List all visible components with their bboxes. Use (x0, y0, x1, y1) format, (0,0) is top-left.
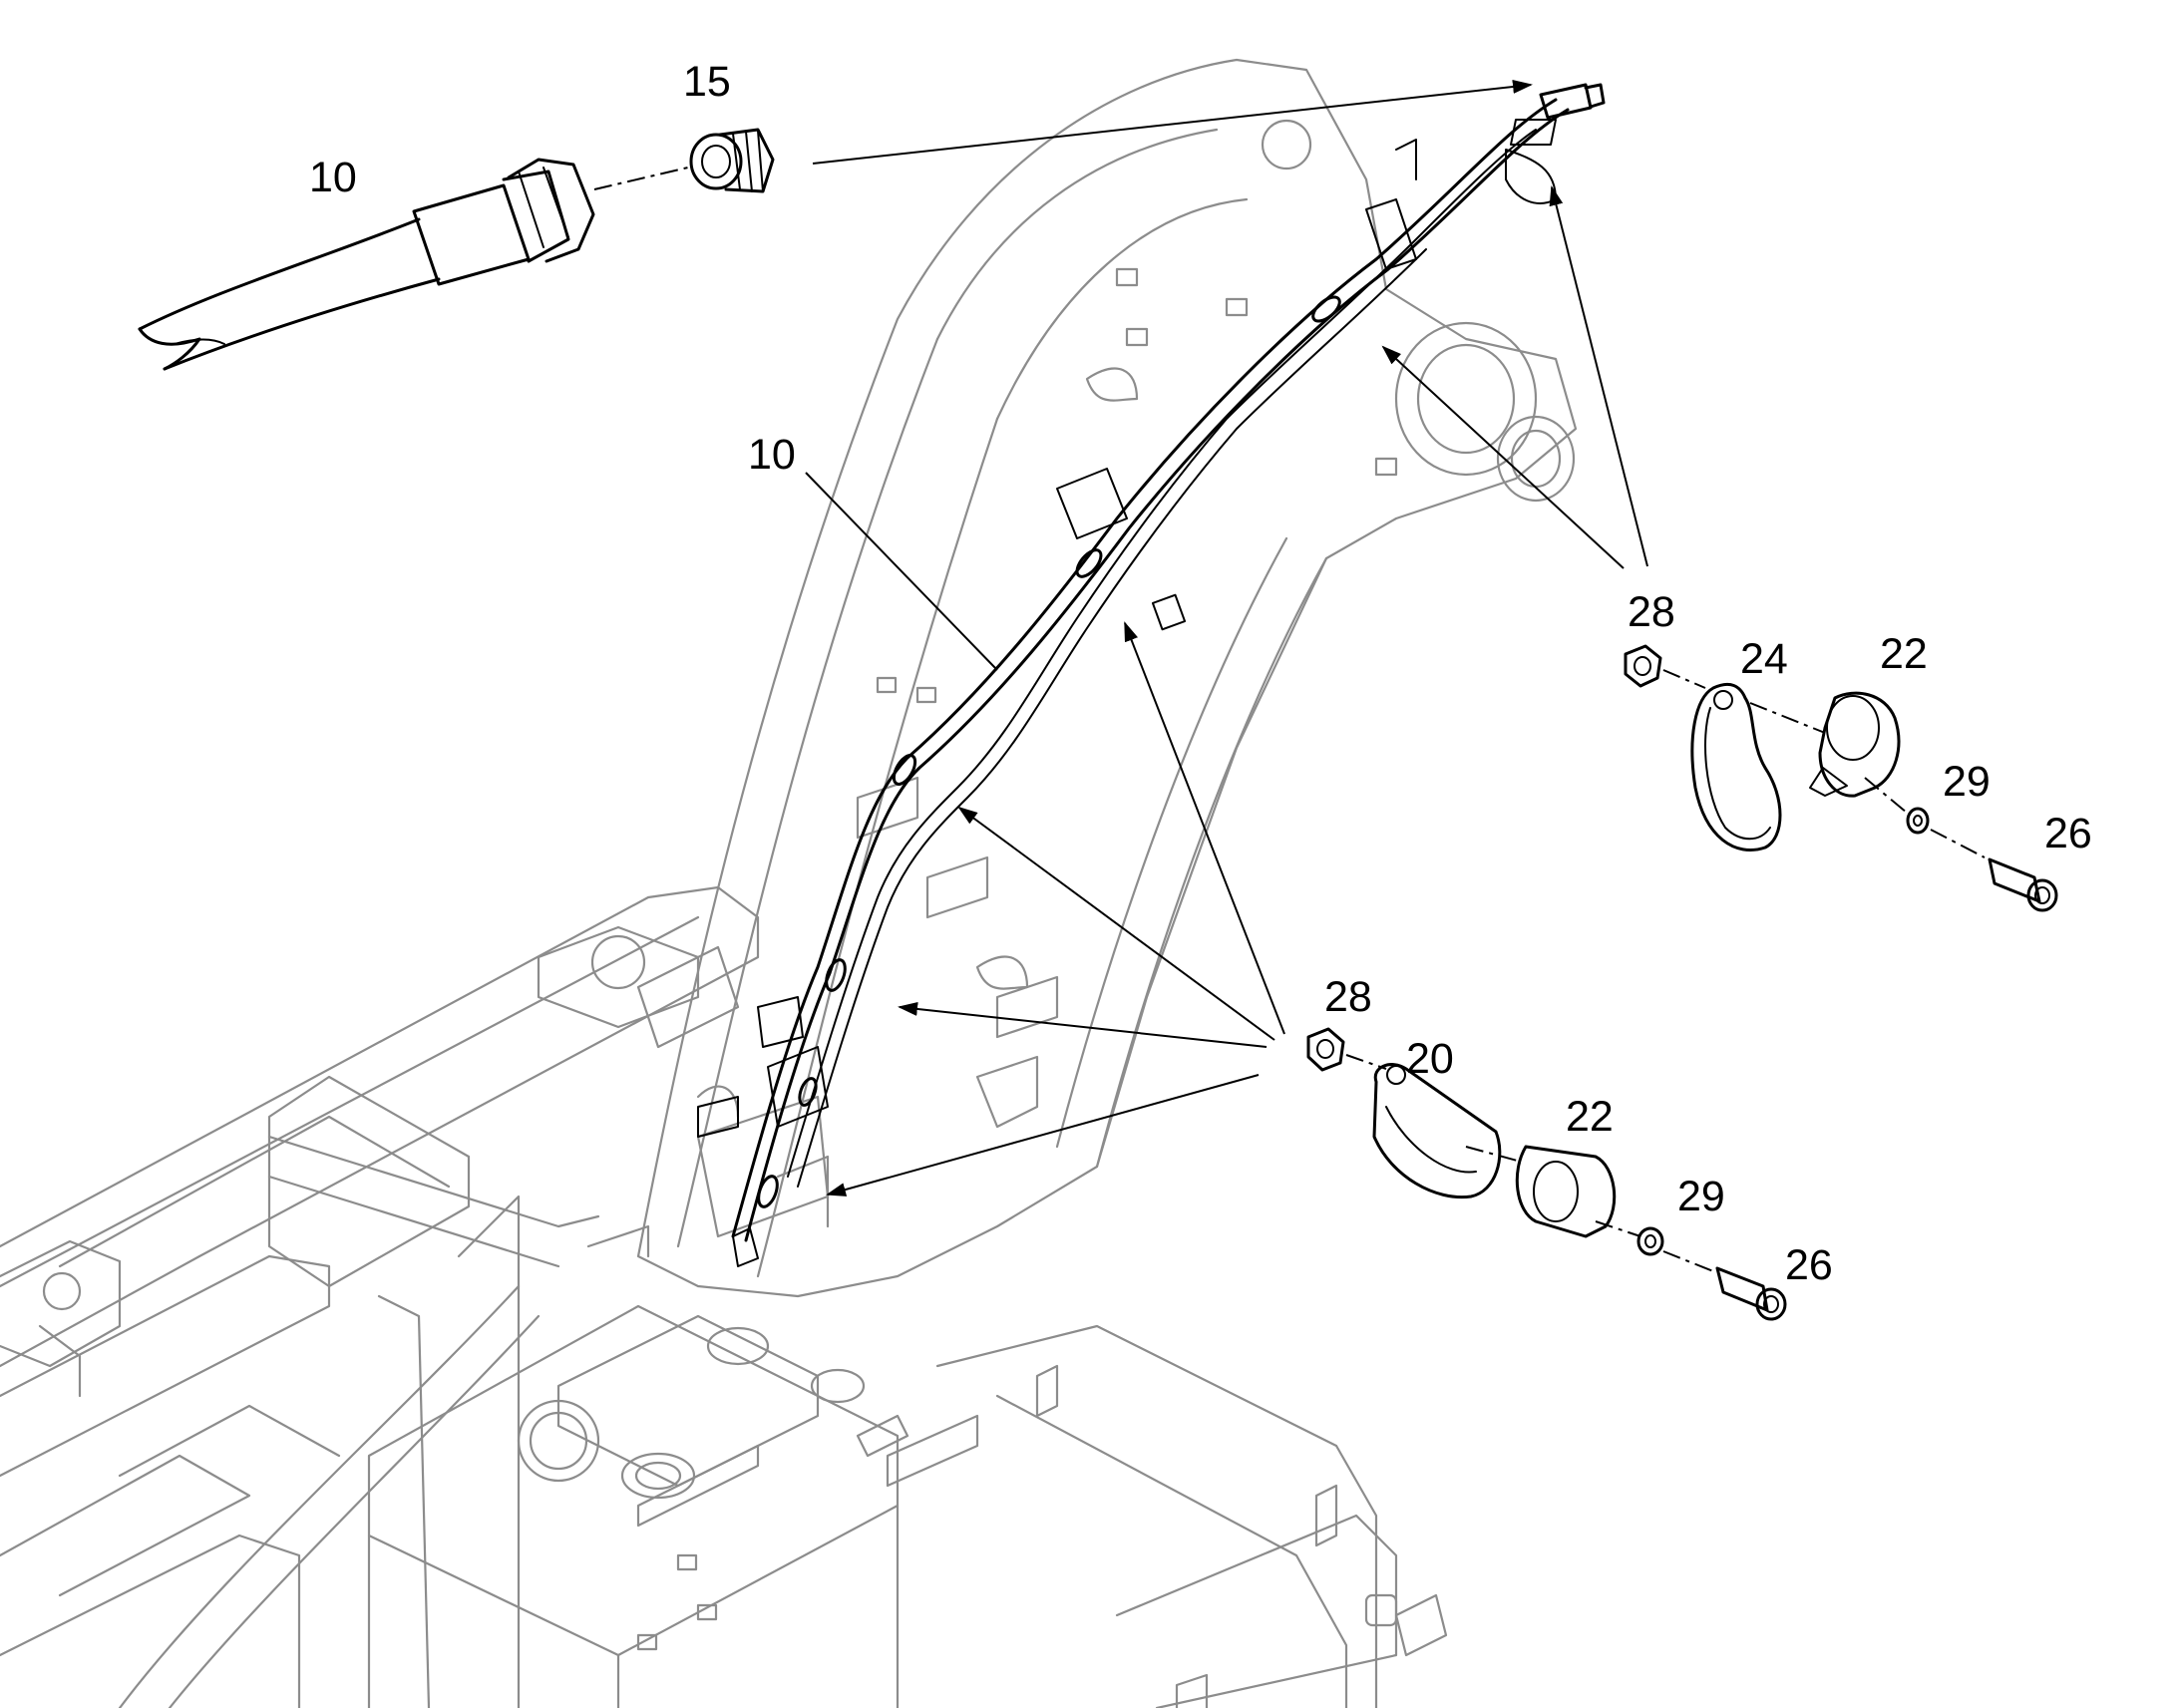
callout-15: 15 (683, 58, 731, 106)
bolt-26-upper (1988, 857, 2058, 912)
clamp-set-upper (1624, 644, 2058, 912)
callout-26-lower: 26 (1785, 1241, 1833, 1289)
callout-10-hose-middle: 10 (748, 431, 796, 479)
callout-22-lower: 22 (1566, 1093, 1614, 1141)
insert-22-upper (1809, 691, 1901, 798)
hose-end-detail (138, 158, 689, 371)
callout-10-hose-top: 10 (309, 154, 357, 201)
washer-29-upper (1906, 807, 1930, 835)
nut-28-upper (1624, 644, 1662, 688)
fitting-15 (689, 128, 775, 193)
clamp-set-lower (1306, 1027, 1787, 1321)
nut-28-lower (1306, 1027, 1345, 1072)
callout-26-upper: 26 (2044, 810, 2092, 857)
callout-20: 20 (1406, 1035, 1454, 1083)
callout-28-upper: 28 (1628, 588, 1675, 636)
callout-22-upper: 22 (1880, 630, 1928, 678)
hose-clamps (757, 295, 1341, 1208)
insert-22-lower (1515, 1145, 1617, 1238)
bolt-26-lower (1715, 1266, 1787, 1321)
washer-29-lower (1636, 1226, 1664, 1256)
callout-24: 24 (1740, 635, 1788, 683)
hose-assembly-on-boom (697, 83, 1606, 1267)
callout-28-lower: 28 (1324, 973, 1372, 1021)
clamp-20 (1372, 1063, 1502, 1199)
callout-29-upper: 29 (1943, 758, 1991, 806)
callout-labels: 10 15 10 28 24 22 29 26 28 20 22 29 26 (309, 58, 2092, 1289)
clamp-24 (1690, 682, 1782, 852)
leader-lines (805, 80, 1648, 1196)
callout-29-lower: 29 (1677, 1173, 1725, 1220)
